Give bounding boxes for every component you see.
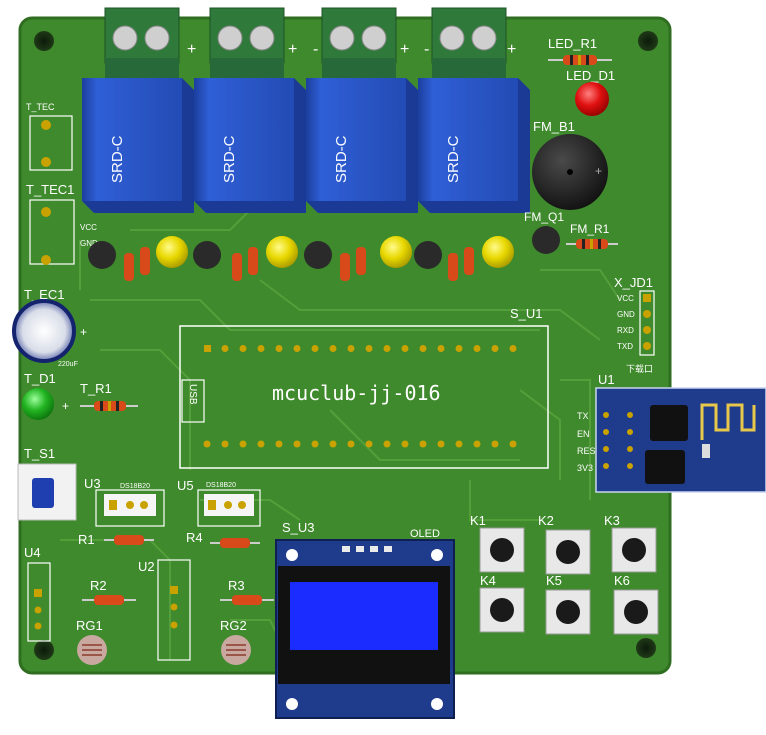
- module-u4: [27, 562, 51, 642]
- label-led-r1: LED_R1: [548, 36, 597, 51]
- label-x-jd1: X_JD1: [614, 275, 653, 290]
- label-rg1: RG1: [76, 618, 103, 633]
- photoresistor-rg2: [221, 635, 251, 665]
- buzzer: +: [532, 134, 608, 210]
- label-u5-part: DS18B20: [206, 482, 236, 489]
- svg-text:-: -: [424, 41, 429, 58]
- svg-text:K3: K3: [604, 513, 620, 528]
- resistor-r3: [220, 595, 274, 605]
- led-red: [575, 82, 609, 116]
- label-r2: R2: [90, 578, 107, 593]
- key-buttons: [479, 527, 659, 635]
- x-jd1-pin-labels: VCC GND RXD TXD: [617, 294, 635, 351]
- svg-text:SRD-C: SRD-C: [109, 135, 126, 183]
- label-s-u1: S_U1: [510, 306, 543, 321]
- esp-module-u1: [595, 387, 766, 493]
- switch-t-s1: [17, 463, 77, 521]
- label-t-d1: T_D1: [24, 371, 56, 386]
- connector-t-tec1: [29, 199, 75, 265]
- mcu-outline: [179, 325, 549, 469]
- svg-text:K5: K5: [546, 573, 562, 588]
- svg-text:SRD-C: SRD-C: [221, 135, 238, 183]
- led-green: [22, 388, 54, 420]
- svg-text:K4: K4: [480, 573, 496, 588]
- photoresistor-rg1: [77, 635, 107, 665]
- sensor-u3: [95, 489, 165, 527]
- label-cap-value: 220uF: [58, 361, 78, 368]
- svg-text:VCC: VCC: [617, 294, 634, 303]
- svg-text:+: +: [187, 41, 196, 58]
- sensor-u5: [197, 489, 261, 527]
- svg-text:-: -: [313, 41, 318, 58]
- mcu-pins: [203, 345, 517, 448]
- resistor-r1: [104, 535, 154, 545]
- module-u2: [157, 559, 191, 661]
- driver-row: [88, 236, 514, 281]
- svg-text:RES: RES: [577, 446, 596, 456]
- resistor-t-r1: [80, 401, 138, 411]
- svg-text:+: +: [595, 164, 602, 178]
- label-t-tec: T_TEC: [26, 102, 55, 112]
- svg-text:+: +: [288, 41, 297, 58]
- svg-text:SRD-C: SRD-C: [333, 135, 350, 183]
- svg-text:K6: K6: [614, 573, 630, 588]
- label-download: 下载口: [626, 363, 653, 374]
- copper-traces: [60, 209, 621, 660]
- label-u2: U2: [138, 559, 155, 574]
- resistor-led-r1: [548, 55, 612, 65]
- board-title: mcuclub-jj-016: [272, 381, 441, 405]
- svg-text:+: +: [400, 41, 409, 58]
- svg-text:K2: K2: [538, 513, 554, 528]
- svg-text:GND: GND: [617, 310, 635, 319]
- label-fm-r1: FM_R1: [570, 222, 610, 236]
- svg-text:+: +: [507, 41, 516, 58]
- resistor-r4: [210, 538, 260, 548]
- connector-t-tec: [29, 115, 73, 171]
- label-u3: U3: [84, 476, 101, 491]
- label-t-tec1: T_TEC1: [26, 182, 74, 197]
- esp-pin-labels: TX EN RES 3V3: [577, 411, 596, 473]
- label-u5: U5: [177, 478, 194, 493]
- label-r4: R4: [186, 530, 203, 545]
- resistor-r2: [82, 595, 136, 605]
- label-led-d1: LED_D1: [566, 68, 615, 83]
- label-gnd: GND: [80, 239, 98, 248]
- label-usb: USB: [187, 384, 198, 405]
- svg-text:RXD: RXD: [617, 326, 634, 335]
- label-vcc: VCC: [80, 223, 97, 232]
- svg-text:K1: K1: [470, 513, 486, 528]
- label-u1: U1: [598, 372, 615, 387]
- terminal-polarity-labels: + + - + - +: [187, 41, 516, 58]
- label-rg2: RG2: [220, 618, 247, 633]
- capacitor-t-ec1: [12, 299, 76, 363]
- svg-text:TXD: TXD: [617, 342, 633, 351]
- label-r3: R3: [228, 578, 245, 593]
- label-fm-q1: FM_Q1: [524, 210, 564, 224]
- oled-module: [275, 539, 455, 719]
- mounting-holes: [34, 31, 658, 660]
- label-s-u3: S_U3: [282, 520, 315, 535]
- svg-text:EN: EN: [577, 429, 590, 439]
- label-u4: U4: [24, 545, 41, 560]
- svg-text:SRD-C: SRD-C: [445, 135, 462, 183]
- transistor-fm-q1: [532, 226, 560, 254]
- svg-text:3V3: 3V3: [577, 463, 593, 473]
- label-t-s1: T_S1: [24, 446, 55, 461]
- cap-plus: +: [80, 325, 87, 339]
- label-t-ec1: T_EC1: [24, 287, 64, 302]
- label-u3-part: DS18B20: [120, 483, 150, 490]
- label-r1: R1: [78, 532, 95, 547]
- header-x-jd1: [639, 290, 655, 356]
- label-t-r1: T_R1: [80, 381, 112, 396]
- label-oled: OLED: [410, 528, 440, 540]
- resistor-fm-r1: [566, 239, 618, 249]
- key-labels: K1 K2 K3 K4 K5 K6: [470, 513, 630, 588]
- label-fm-b1: FM_B1: [533, 119, 575, 134]
- relays: SRD-C SRD-C SRD-C SRD-C: [82, 78, 530, 213]
- led-green-plus: +: [62, 399, 69, 413]
- usb-outline: [181, 379, 205, 423]
- svg-text:TX: TX: [577, 411, 589, 421]
